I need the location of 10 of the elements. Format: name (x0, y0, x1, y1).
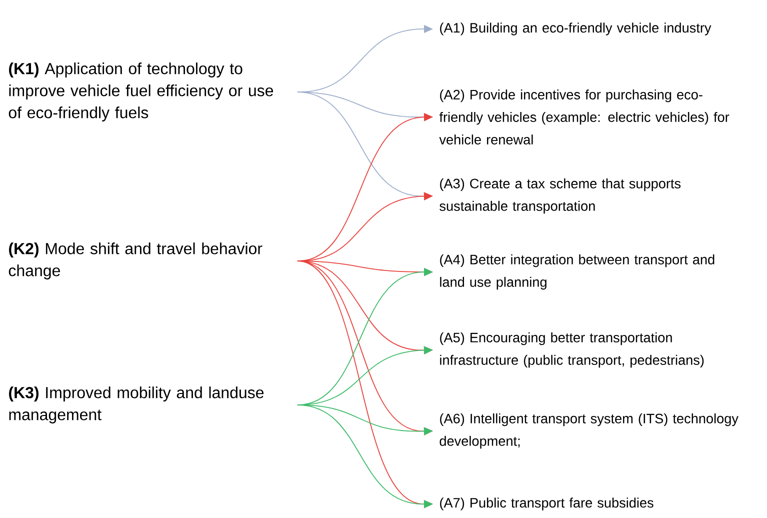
goal-text: (K3) Improved mobility and landuse management (9, 386, 264, 424)
action-text: (A1) Building an eco-friendly vehicle industry (440, 22, 712, 36)
goal-text: (K1) Application of technology to improve vehicle fuel efficiency or use of eco-friendly fuels (8, 62, 274, 122)
action-text: (A5) Encouraging better transportation infrastructure (public transport, pedestrians) (440, 332, 704, 368)
action-text: (A6) Intelligent transport system (ITS) technology development; (440, 413, 738, 449)
action-text: (A4) Better integration between transport and land use planning (440, 254, 714, 290)
goal-text: (K2) Mode shift and travel behavior change (8, 242, 262, 280)
action-text: (A2) Provide incentives for purchasing eco-friendly vehicles (example: electric vehicles) for vehicle renewal (439, 90, 730, 144)
action-text: (A3) Create a tax scheme that supports sustainable transportation (440, 178, 681, 214)
action-text: (A7) Public transport fare subsidies (440, 498, 654, 510)
